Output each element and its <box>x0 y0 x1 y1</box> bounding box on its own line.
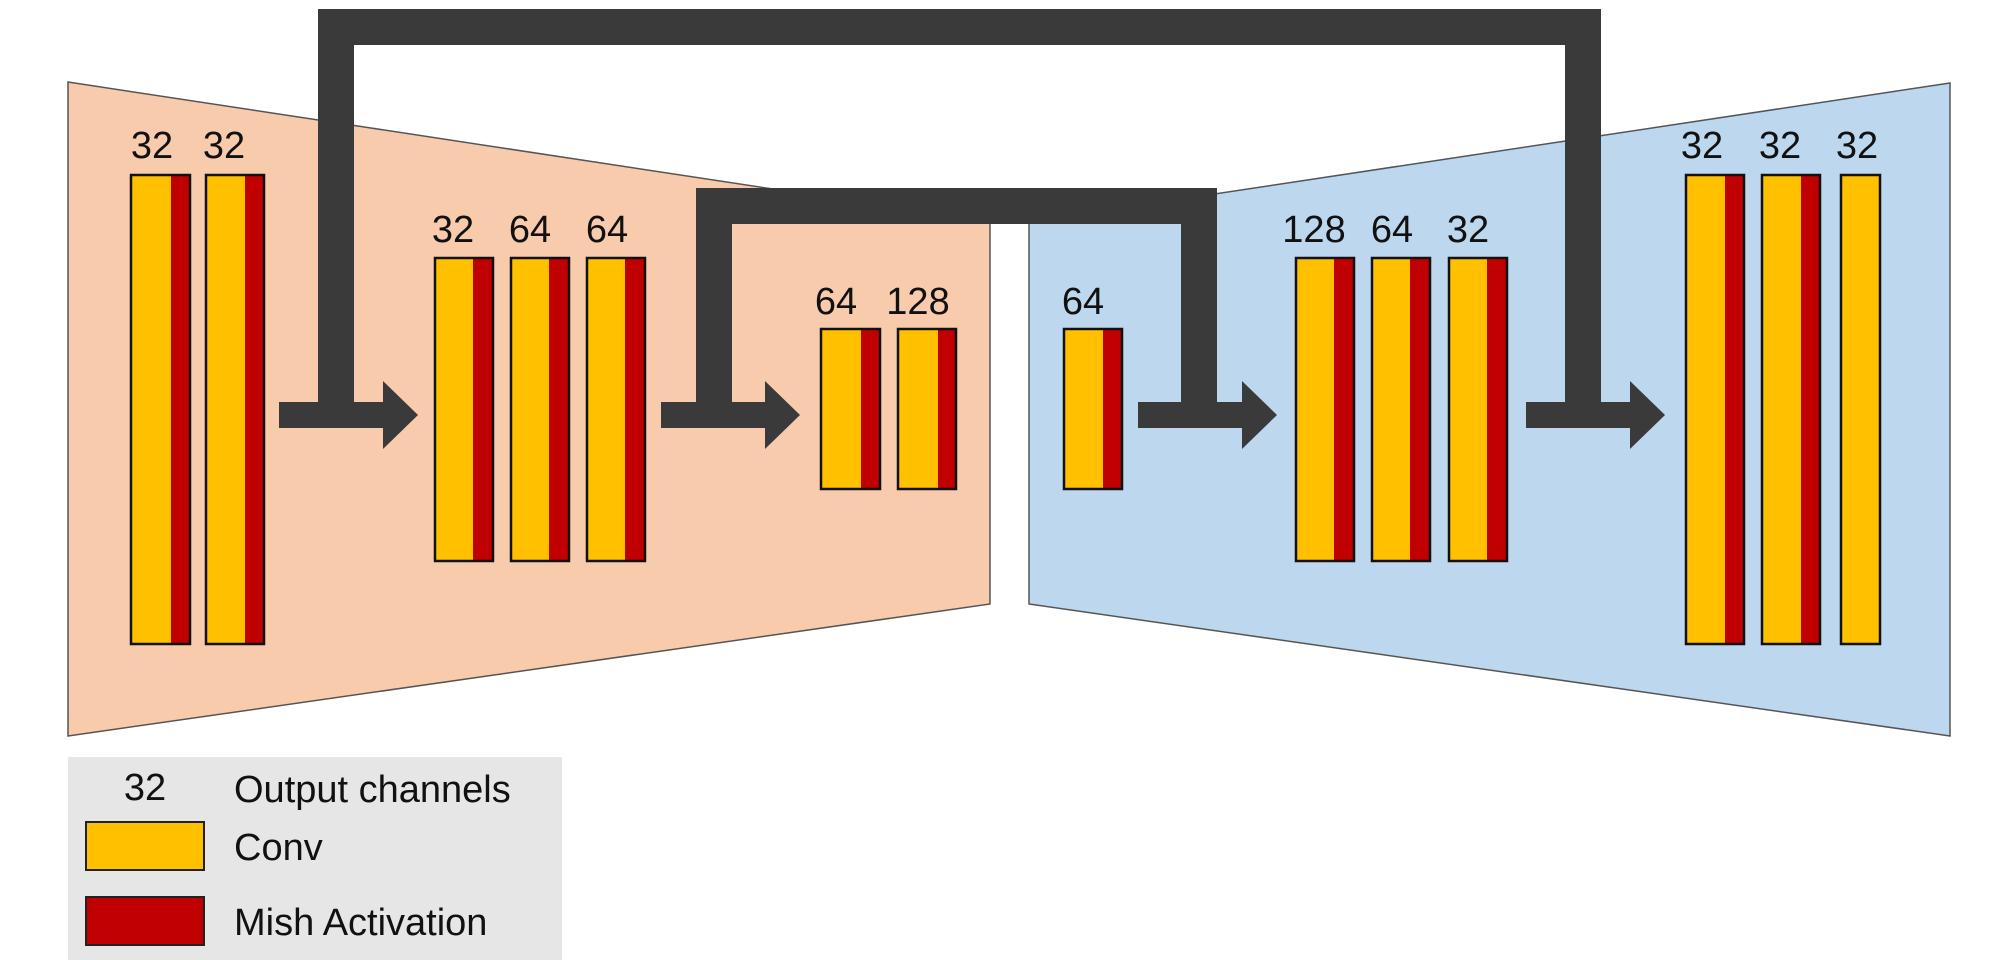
channel-label: 32 <box>1681 125 1723 167</box>
legend-row-channels: 32 Output channels <box>68 763 562 819</box>
channel-label: 128 <box>1282 209 1345 251</box>
channel-label: 64 <box>815 281 857 323</box>
conv-block: 32 <box>1759 125 1822 646</box>
legend-channels-label: Output channels <box>234 769 511 811</box>
channel-label: 64 <box>586 209 628 251</box>
channel-label: 32 <box>203 125 245 167</box>
legend-conv-key <box>85 821 205 871</box>
channel-label: 32 <box>1836 125 1878 167</box>
conv-block: 64 <box>815 281 882 491</box>
legend-conv-label: Conv <box>234 827 323 869</box>
encoder-stage-2: 32 64 64 <box>432 209 647 563</box>
conv-block: 32 <box>432 209 495 563</box>
skip-connection-inner <box>696 188 1217 412</box>
conv-block: 64 <box>509 209 571 563</box>
conv-block: 32 <box>1681 125 1746 646</box>
channel-label: 32 <box>432 209 474 251</box>
decoder-stage-3: 32 32 32 <box>1681 125 1882 646</box>
legend-channels-key: 32 <box>85 763 205 813</box>
arrow-3 <box>1138 381 1277 449</box>
conv-block-no-activation: 32 <box>1836 125 1882 646</box>
channel-label: 32 <box>1447 209 1489 251</box>
legend: 32 Output channels Conv Mish Activation <box>68 757 562 960</box>
legend-row-mish: Mish Activation <box>68 896 562 952</box>
arrow-2 <box>661 381 800 449</box>
legend-mish-label: Mish Activation <box>234 902 488 944</box>
decoder-stage-2: 128 64 32 <box>1282 209 1509 563</box>
channel-label: 64 <box>1062 281 1104 323</box>
encoder-stage-3: 64 128 <box>815 281 958 491</box>
conv-block: 128 <box>886 281 958 491</box>
legend-mish-swatch <box>85 896 205 946</box>
conv-block: 32 <box>1447 209 1509 563</box>
channel-label: 32 <box>131 125 173 167</box>
channel-label: 64 <box>509 209 551 251</box>
legend-channels-example: 32 <box>123 767 167 809</box>
conv-block: 32 <box>129 125 192 646</box>
encoder-stage-1: 32 32 <box>129 125 266 646</box>
channel-label: 32 <box>1759 125 1801 167</box>
skip-connection-outer <box>318 9 1601 412</box>
arrow-1 <box>279 381 418 449</box>
arrow-4 <box>1526 381 1665 449</box>
legend-row-conv: Conv <box>68 821 562 877</box>
conv-block: 32 <box>203 125 266 646</box>
decoder-stage-1: 64 <box>1062 281 1124 491</box>
conv-block: 64 <box>1370 209 1432 563</box>
conv-block: 64 <box>585 209 647 563</box>
channel-label: 128 <box>886 281 949 323</box>
legend-mish-key <box>85 896 205 946</box>
legend-conv-swatch <box>85 821 205 871</box>
conv-block: 128 <box>1282 209 1356 563</box>
channel-label: 64 <box>1371 209 1413 251</box>
conv-block: 64 <box>1062 281 1124 491</box>
